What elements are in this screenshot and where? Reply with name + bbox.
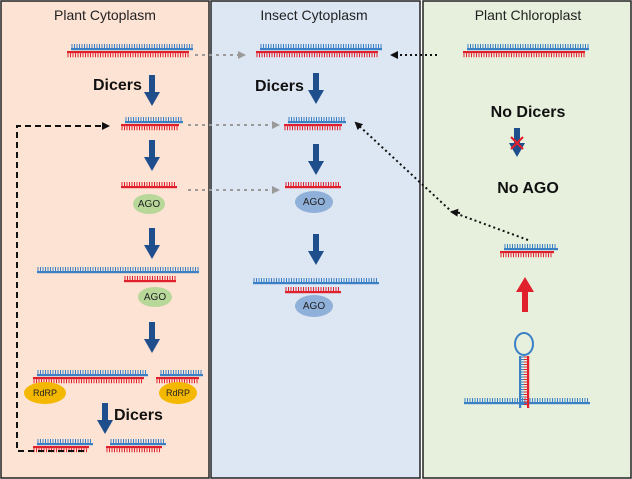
process-arrow [308, 144, 324, 175]
rdrp-product-right [156, 370, 203, 384]
ago-label: AGO [144, 292, 166, 303]
rdrp-protein-right: RdRP [159, 382, 197, 404]
ago-label: AGO [303, 301, 325, 312]
dicers-label-plant-2: Dicers [114, 407, 163, 424]
guide-strand-insect [285, 182, 341, 189]
dsrna-plant-long [67, 44, 193, 58]
secondary-sirna-2 [106, 439, 166, 453]
ago-label: AGO [303, 197, 325, 208]
target-mrna-insect [253, 278, 379, 285]
process-arrow [144, 75, 160, 106]
rdrp-label: RdRP [166, 388, 190, 398]
sirna-duplex-plant [121, 117, 183, 131]
dicers-label-plant-1: Dicers [93, 77, 142, 94]
ago-protein-plant-2: AGO [138, 287, 172, 307]
ago-protein-insect-2: AGO [295, 295, 333, 317]
title-plant-cytoplasm: Plant Cytoplasm [54, 7, 156, 23]
title-insect-cytoplasm: Insect Cytoplasm [260, 7, 367, 23]
amplification-loop-arrow [16, 122, 110, 452]
red-up-arrow [516, 277, 534, 312]
title-plant-chloroplast: Plant Chloroplast [475, 7, 582, 23]
dicers-label-insect: Dicers [255, 78, 304, 95]
ago-protein-insect-1: AGO [295, 191, 333, 213]
no-ago-label: No AGO [497, 180, 559, 197]
no-dicers-label: No Dicers [491, 104, 566, 121]
process-arrow [144, 140, 160, 171]
rdrp-protein-left: RdRP [24, 382, 66, 404]
sirna-duplex-insect [284, 117, 346, 131]
process-arrow [144, 322, 160, 353]
guide-strand-plant [121, 182, 177, 189]
dsrna-insect-long [256, 44, 382, 58]
process-arrow [308, 234, 324, 265]
rdrp-product-left [33, 370, 148, 384]
ago-protein-plant-1: AGO [133, 194, 165, 214]
chloroplast-arrow-mid-head [450, 208, 461, 217]
process-arrow [144, 228, 160, 259]
sirna-duplex-chloroplast [500, 244, 558, 258]
guide-on-target-plant [124, 276, 176, 283]
target-mrna-plant [37, 267, 199, 274]
process-arrow [308, 73, 324, 104]
process-arrow [97, 403, 113, 434]
block-x-mark [510, 136, 524, 150]
dsrna-chloroplast-long [463, 44, 589, 58]
ago-label: AGO [138, 199, 160, 210]
rdrp-label: RdRP [33, 388, 57, 398]
hairpin-stem [514, 332, 534, 408]
guide-on-target-insect [285, 287, 341, 294]
